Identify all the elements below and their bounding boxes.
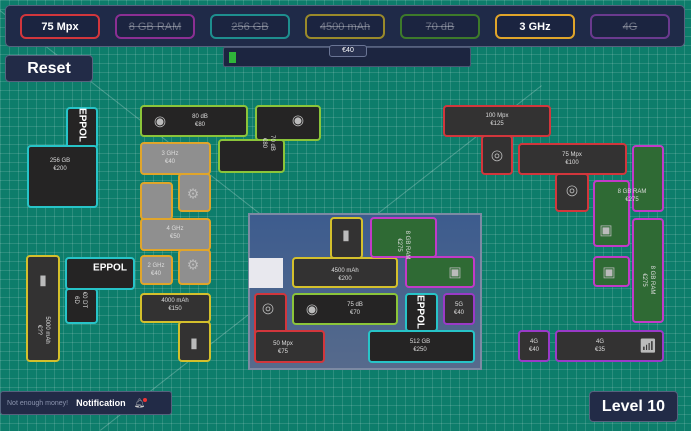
piece-label: 4G €40: [528, 339, 540, 353]
piece-label: 256 GB €200: [49, 158, 71, 172]
speaker-icon: ◉: [305, 300, 319, 317]
piece-segment[interactable]: [218, 139, 285, 173]
budget-label: €40: [329, 45, 367, 57]
piece-label: 80 dB €80: [192, 114, 208, 128]
piece-segment[interactable]: [140, 105, 248, 137]
piece-segment[interactable]: [65, 288, 98, 324]
piece-segment[interactable]: [555, 173, 589, 212]
piece-segment[interactable]: [140, 218, 211, 251]
piece-segment[interactable]: [255, 105, 321, 141]
chip-icon: ▣: [448, 263, 462, 280]
filter-chip[interactable]: 4G: [590, 14, 670, 39]
notification-message: Not enough money!: [7, 399, 69, 407]
piece-label: 4500 mAh €200: [331, 268, 359, 282]
piece-segment[interactable]: [140, 293, 211, 323]
piece-segment[interactable]: [593, 256, 630, 287]
piece-segment[interactable]: [140, 142, 211, 175]
chip-icon: ▣: [599, 221, 613, 238]
piece-label: 75 dB €70: [347, 302, 363, 316]
speaker-icon: ◉: [291, 111, 305, 128]
piece-label: €0 DT 6D: [73, 291, 87, 309]
piece-segment[interactable]: [593, 180, 630, 247]
brand-logo: EPPOL: [76, 108, 88, 142]
camera-icon: ◎: [565, 181, 579, 198]
filter-chip[interactable]: 75 Mpx: [20, 14, 100, 39]
reset-button[interactable]: Reset: [5, 55, 93, 82]
piece-label: 4 GHz €50: [166, 226, 184, 240]
gear-icon: ⚙: [186, 185, 200, 202]
camera-icon: ◎: [261, 299, 275, 316]
filter-bar: 75 Mpx 8 GB RAM 256 GB 4500 mAh 70 dB 3 GHz 4G: [5, 5, 685, 47]
piece-segment[interactable]: [443, 293, 475, 325]
brand-logo: EPPOL: [414, 295, 426, 329]
brand-logo: EPPOL: [93, 262, 127, 274]
piece-segment[interactable]: [518, 330, 550, 362]
battery-icon: ▮: [39, 271, 47, 288]
piece-label: 5G €40: [453, 302, 465, 316]
filter-chip[interactable]: 3 GHz: [495, 14, 575, 39]
piece-label: 70 dB €80: [261, 135, 275, 151]
piece-label: 512 GB €250: [409, 339, 431, 353]
filter-chip[interactable]: 4500 mAh: [305, 14, 385, 39]
piece-segment[interactable]: [632, 218, 664, 323]
piece-segment[interactable]: [254, 330, 325, 363]
piece-segment[interactable]: [370, 217, 437, 258]
piece-segment[interactable]: [292, 257, 398, 288]
filter-chip[interactable]: 256 GB: [210, 14, 290, 39]
piece-segment[interactable]: [66, 107, 98, 149]
chip-icon: ▣: [602, 263, 616, 280]
piece-label: 5000 mAh €??: [36, 316, 50, 344]
piece-segment[interactable]: [632, 145, 664, 212]
piece-segment[interactable]: [555, 330, 664, 362]
piece-label: 8 GB RAM €275: [617, 189, 647, 203]
filter-chip[interactable]: 8 GB RAM: [115, 14, 195, 39]
piece-label: 2 GHz €40: [147, 263, 165, 277]
budget-bar: €40: [223, 45, 471, 67]
piece-segment[interactable]: [481, 135, 513, 175]
battery-icon: ▮: [190, 334, 198, 351]
piece-segment[interactable]: [26, 255, 60, 362]
filter-chip[interactable]: 70 dB: [400, 14, 480, 39]
piece-label: 8 GB RAM €275: [396, 230, 410, 260]
piece-segment[interactable]: [292, 293, 398, 325]
notification: Not enough money! Notification 🔔︎: [0, 391, 172, 415]
bell-icon[interactable]: 🔔︎: [133, 397, 148, 408]
budget-fill: [229, 52, 237, 63]
piece-label: 8 GB RAM €275: [641, 265, 655, 295]
piece-segment[interactable]: [65, 257, 135, 290]
piece-segment[interactable]: [368, 330, 475, 363]
level-indicator: Level 10: [589, 391, 678, 422]
piece-segment[interactable]: [140, 182, 173, 220]
piece-segment[interactable]: [27, 145, 98, 208]
piece-label: 50 Mpx €75: [273, 341, 293, 355]
piece-segment[interactable]: [140, 255, 173, 285]
piece-label: 4G €35: [594, 339, 606, 353]
piece-label: 75 Mpx €100: [562, 152, 582, 166]
piece-segment[interactable]: [405, 256, 475, 288]
gear-icon: ⚙: [186, 256, 200, 273]
piece-segment[interactable]: [178, 173, 211, 212]
piece-segment[interactable]: [178, 249, 211, 285]
piece-segment[interactable]: [330, 217, 363, 259]
camera-icon: ◎: [490, 146, 504, 163]
notification-title: Notification: [76, 398, 126, 408]
battery-icon: ▮: [342, 226, 350, 243]
speaker-icon: ◉: [153, 112, 167, 129]
antenna-icon: 📶︎: [639, 337, 657, 354]
piece-label: 4000 mAh €150: [161, 298, 189, 312]
piece-label: 100 Mpx €125: [485, 113, 509, 127]
empty-slot: [249, 258, 283, 288]
piece-segment[interactable]: [178, 321, 211, 362]
piece-label: 3 GHz €40: [161, 151, 179, 165]
